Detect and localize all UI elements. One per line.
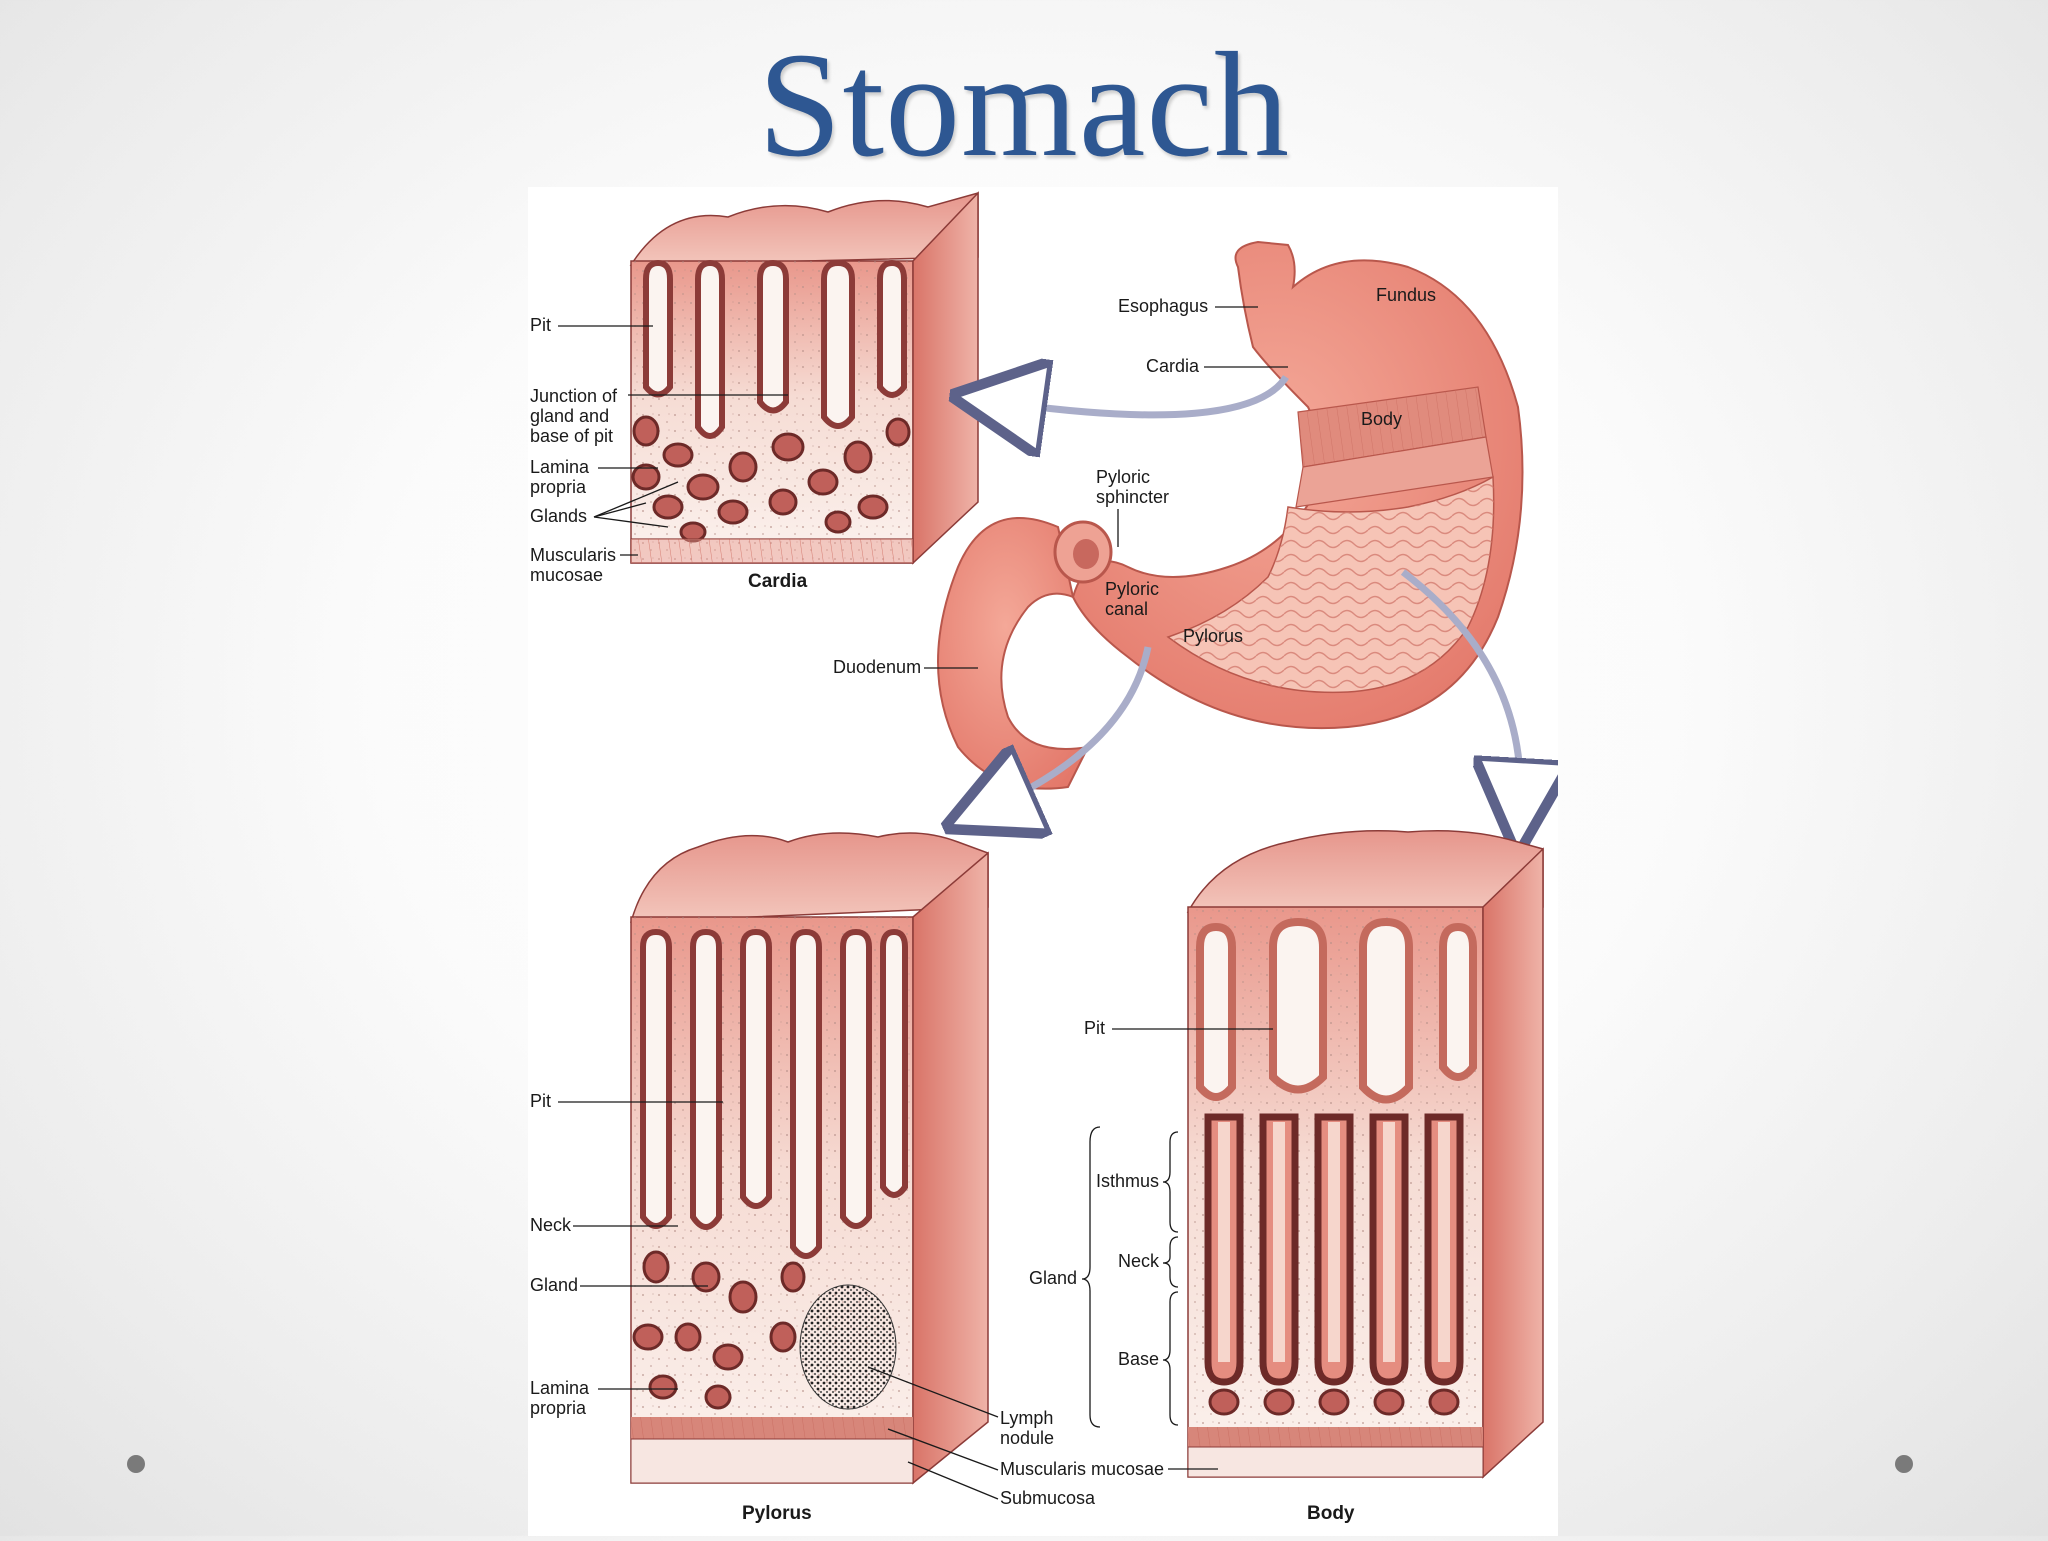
cardia-junction-label-1: Junction of: [530, 386, 618, 406]
pylorus-gland-label: Gland: [530, 1275, 578, 1295]
pylorus-muscularis-label: Muscularis mucosae: [1000, 1459, 1164, 1479]
pyloric-sphincter-label-1: Pyloric: [1096, 467, 1150, 487]
body-tissue-block: [1186, 830, 1544, 1479]
cardia-muscularis-label-2: mucosae: [530, 565, 603, 585]
pylorus-tissue-block: [629, 832, 989, 1485]
slide-bullet-right: [1895, 1455, 1913, 1473]
pyloric-canal-label-2: canal: [1105, 599, 1148, 619]
stomach-labels: Esophagus Fundus Cardia Body Pyloric sph…: [833, 285, 1436, 677]
stomach-histology-figure: Pit Junction of gland and base of pit La…: [528, 187, 1558, 1536]
pyloric-sphincter-label-2: sphincter: [1096, 487, 1169, 507]
pylorus-lymph-label-2: nodule: [1000, 1428, 1054, 1448]
duodenum-label: Duodenum: [833, 657, 921, 677]
cardia-lamina-label-1: Lamina: [530, 457, 590, 477]
pylorus-labels: Pit Neck Gland Lamina propria Lymph nodu…: [530, 1091, 1164, 1524]
cardia-lamina-label-2: propria: [530, 477, 587, 497]
stomach-diagram: Pit Junction of gland and base of pit La…: [530, 191, 1558, 1524]
pylorus-pit-label: Pit: [530, 1091, 551, 1111]
pylorus-neck-label: Neck: [530, 1215, 572, 1235]
pylorus-region-label: Pylorus: [1183, 626, 1243, 646]
body-gland-label: Gland: [1029, 1268, 1077, 1288]
cardia-pit-label: Pit: [530, 315, 551, 335]
pylorus-lymph-label-1: Lymph: [1000, 1408, 1053, 1428]
body-labels: Pit Isthmus Neck Gland Base Body: [1029, 1018, 1355, 1524]
body-caption: Body: [1307, 1503, 1355, 1524]
cardia-caption: Cardia: [748, 571, 808, 592]
cardia-muscularis-label-1: Muscularis: [530, 545, 616, 565]
pyloric-canal-label-1: Pyloric: [1105, 579, 1159, 599]
pylorus-lamina-label-2: propria: [530, 1398, 587, 1418]
slide-title: Stomach: [758, 22, 1290, 188]
fundus-label: Fundus: [1376, 285, 1436, 305]
cardia-junction-label-3: base of pit: [530, 426, 613, 446]
slide-bullet-left: [127, 1455, 145, 1473]
body-neck-label: Neck: [1118, 1251, 1160, 1271]
cardia-junction-label-2: gland and: [530, 406, 609, 426]
body-pit-label: Pit: [1084, 1018, 1105, 1038]
connector-arrows: [988, 377, 1520, 809]
stomach-organ: [937, 240, 1524, 790]
cardia-region-label: Cardia: [1146, 356, 1200, 376]
pylorus-lamina-label-1: Lamina: [530, 1378, 590, 1398]
esophagus-label: Esophagus: [1118, 296, 1208, 316]
cardia-glands-label: Glands: [530, 506, 587, 526]
pylorus-caption: Pylorus: [742, 1503, 812, 1524]
pylorus-submucosa-label: Submucosa: [1000, 1488, 1096, 1508]
body-isthmus-label: Isthmus: [1096, 1171, 1159, 1191]
cardia-tissue-block: [629, 191, 979, 565]
body-base-label: Base: [1118, 1349, 1159, 1369]
cardia-labels: Pit Junction of gland and base of pit La…: [530, 315, 808, 592]
body-region-label: Body: [1361, 409, 1402, 429]
